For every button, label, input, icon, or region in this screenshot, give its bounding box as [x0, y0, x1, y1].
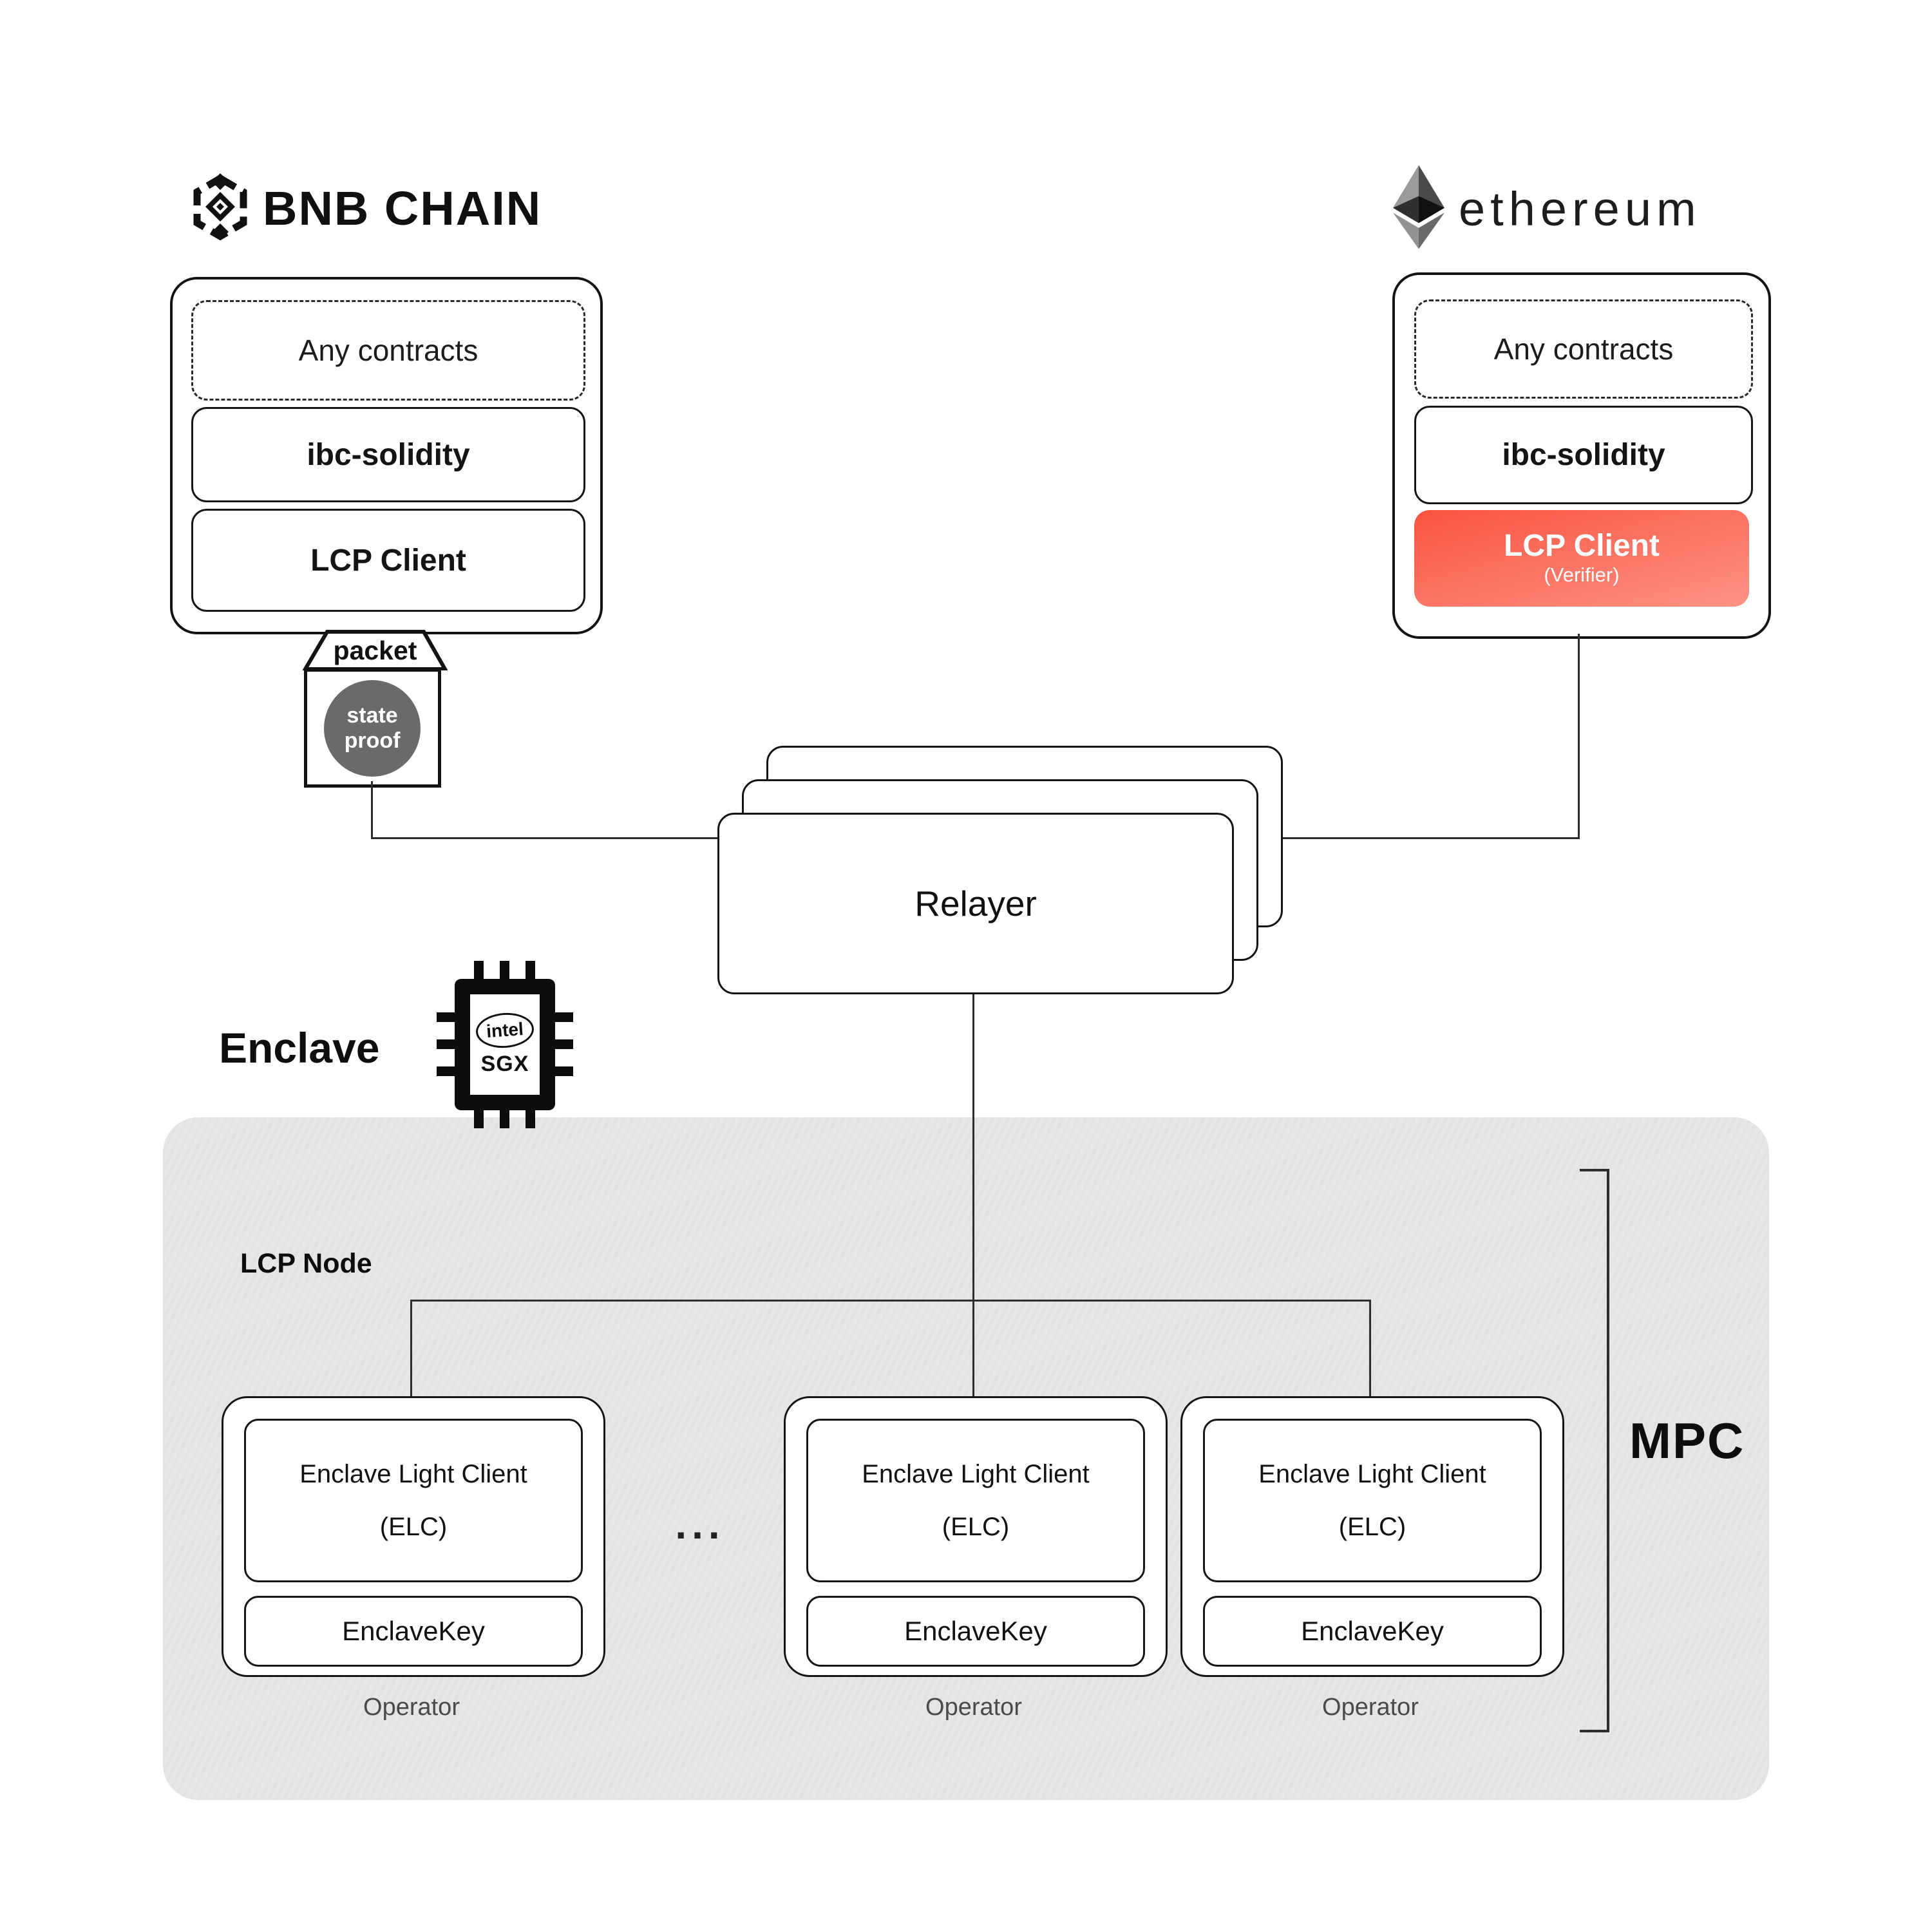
bnb-chain-brand: BNB CHAIN: [192, 171, 542, 245]
connector-right-operator-down: [1369, 1300, 1371, 1396]
any-contracts-label: Any contracts: [1493, 332, 1674, 366]
connector-packet-to-relayer: [371, 837, 717, 839]
bnb-chain-wordmark: BNB CHAIN: [263, 182, 542, 235]
relayer-label: Relayer: [914, 884, 1037, 923]
operator-card-1: Enclave Light Client (ELC) EnclaveKey: [222, 1396, 605, 1677]
enclave-label: Enclave: [219, 1024, 380, 1072]
lcp-client-verifier-box: LCP Client (Verifier): [1414, 510, 1749, 607]
lcp-client-label: LCP Client: [310, 543, 466, 578]
lcp-client-verifier-sublabel: (Verifier): [1544, 564, 1620, 586]
ethereum-stack: Any contracts ibc-solidity LCP Client (V…: [1392, 272, 1771, 639]
ibc-solidity-label: ibc-solidity: [1502, 438, 1665, 472]
mpc-label: MPC: [1629, 1412, 1745, 1469]
bnb-chain-stack: Any contracts ibc-solidity LCP Client: [170, 277, 603, 634]
operator-card-2: Enclave Light Client (ELC) EnclaveKey: [784, 1396, 1168, 1677]
ibc-solidity-label: ibc-solidity: [307, 437, 470, 472]
operator-label-2: Operator: [925, 1694, 1022, 1721]
enclave-key-label: EnclaveKey: [904, 1616, 1047, 1646]
intel-sgx-chip-icon: intel SGX: [437, 961, 573, 1128]
packet-label: packet: [333, 635, 417, 665]
lcp-client-verifier-label: LCP Client: [1504, 529, 1660, 563]
enclave-key-box: EnclaveKey: [244, 1596, 583, 1667]
ibc-solidity-box: ibc-solidity: [191, 407, 585, 502]
elc-label-line1: Enclave Light Client: [1258, 1460, 1486, 1488]
state-proof-line2: proof: [344, 728, 401, 753]
state-proof-badge: state proof: [324, 680, 421, 777]
enclave-key-box: EnclaveKey: [806, 1596, 1145, 1667]
bnb-chain-logo-icon: [192, 171, 249, 245]
any-contracts-label: Any contracts: [298, 334, 478, 367]
elc-label-line1: Enclave Light Client: [299, 1460, 527, 1488]
ethereum-wordmark: ethereum: [1459, 182, 1701, 236]
intel-logo: intel: [475, 1010, 535, 1050]
enclave-key-label: EnclaveKey: [342, 1616, 485, 1646]
any-contracts-box: Any contracts: [191, 300, 585, 401]
connector-packet-down: [371, 781, 373, 839]
elc-label-line1: Enclave Light Client: [862, 1460, 1090, 1488]
lcp-client-box: LCP Client: [191, 509, 585, 612]
enclave-key-label: EnclaveKey: [1301, 1616, 1444, 1646]
elc-label-line2: (ELC): [942, 1513, 1010, 1541]
elc-box: Enclave Light Client (ELC): [806, 1419, 1145, 1582]
ethereum-brand: ethereum: [1393, 165, 1701, 252]
elc-box: Enclave Light Client (ELC): [244, 1419, 583, 1582]
state-proof-line1: state: [346, 703, 398, 728]
any-contracts-box: Any contracts: [1414, 299, 1753, 399]
enclave-key-box: EnclaveKey: [1203, 1596, 1542, 1667]
operator-label-1: Operator: [363, 1694, 460, 1721]
ibc-solidity-box: ibc-solidity: [1414, 406, 1753, 504]
elc-box: Enclave Light Client (ELC): [1203, 1419, 1542, 1582]
elc-label-line2: (ELC): [379, 1513, 448, 1541]
connector-left-operator-down: [410, 1300, 412, 1396]
connector-operators-horizontal: [410, 1300, 1371, 1302]
connector-relayer-to-node: [972, 990, 974, 1396]
operator-label-3: Operator: [1322, 1694, 1419, 1721]
connector-ethereum-down: [1578, 634, 1580, 839]
relayer-card: Relayer: [717, 813, 1234, 994]
elc-label-line2: (ELC): [1338, 1513, 1406, 1541]
connector-ethereum-to-relayer: [1279, 837, 1579, 839]
lcp-node-label: LCP Node: [240, 1248, 372, 1279]
sgx-label: SGX: [480, 1051, 529, 1076]
operators-ellipsis: ...: [675, 1501, 725, 1548]
ethereum-logo-icon: [1393, 165, 1444, 252]
operator-card-3: Enclave Light Client (ELC) EnclaveKey: [1180, 1396, 1564, 1677]
